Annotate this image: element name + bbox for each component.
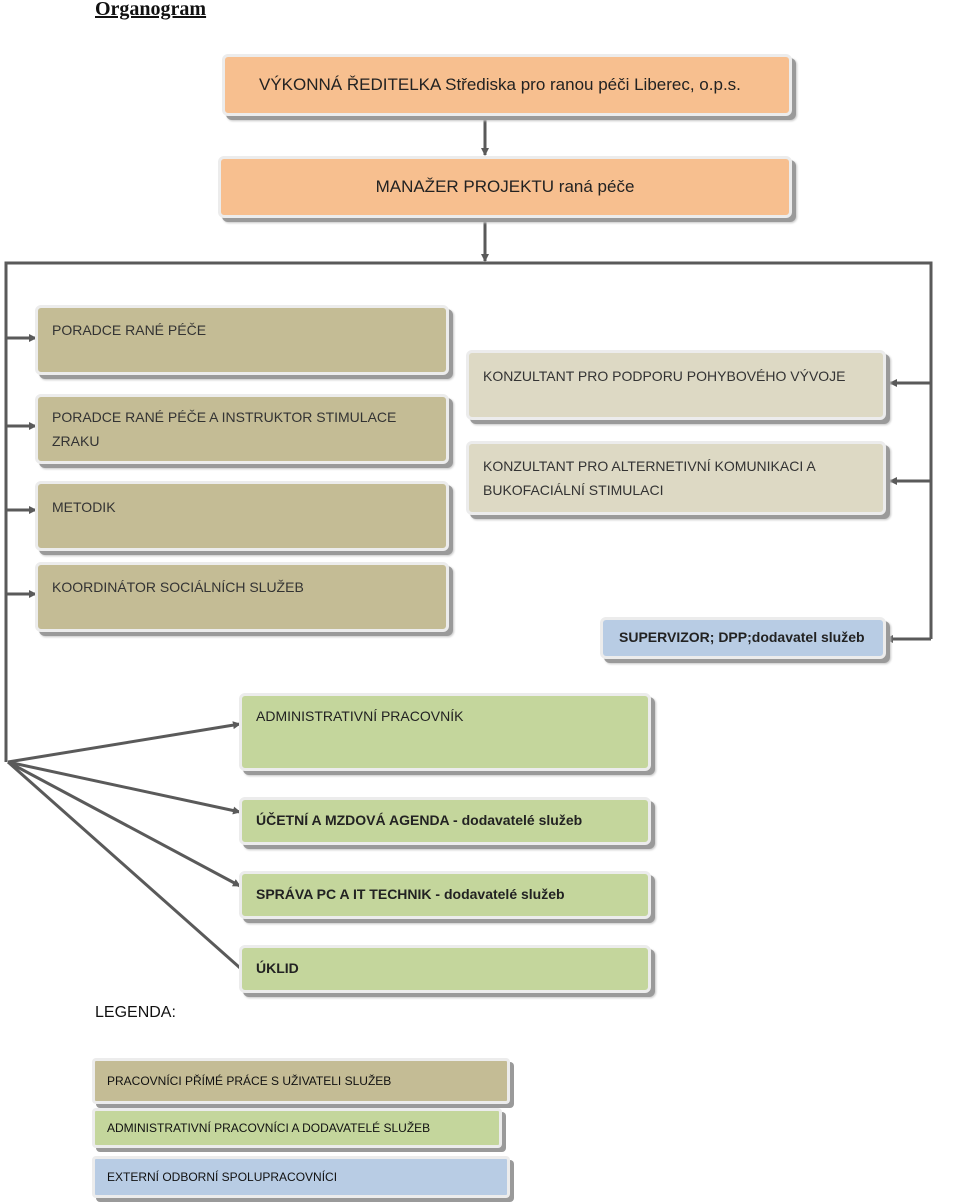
legend-item-direct-care-label: PRACOVNÍCI PŘÍMÉ PRÁCE S UŽIVATELI SLUŽE… [107,1074,392,1088]
koordinator-label: KOORDINÁTOR SOCIÁLNÍCH SLUŽEB [52,579,304,595]
connector-to-uklid [7,760,249,977]
admin-pracovnik-box: ADMINISTRATIVNÍ PRACOVNÍK [239,693,651,771]
metodik-label: METODIK [52,499,116,515]
connector-to-ucetni [7,760,241,815]
legend-item-direct-care: PRACOVNÍCI PŘÍMÉ PRÁCE S UŽIVATELI SLUŽE… [92,1058,510,1104]
legend-item-administrative-label: ADMINISTRATIVNÍ PRACOVNÍCI A DODAVATELÉ … [107,1121,431,1135]
uklid-label: ÚKLID [256,960,299,976]
admin-pracovnik-label: ADMINISTRATIVNÍ PRACOVNÍK [256,708,464,724]
ucetni-agenda-label: ÚČETNÍ A MZDOVÁ AGENDA - dodavatelé služ… [256,812,583,828]
supervizor-label: SUPERVIZOR; DPP;dodavatel služeb [619,629,865,645]
konzultant-pohyb-label: KONZULTANT PRO PODPORU POHYBOVÉHO VÝVOJE [483,368,846,384]
konzultant-pohyb-box: KONZULTANT PRO PODPORU POHYBOVÉHO VÝVOJE [466,350,886,420]
legend-item-administrative: ADMINISTRATIVNÍ PRACOVNÍCI A DODAVATELÉ … [92,1108,502,1148]
koordinator-box: KOORDINÁTOR SOCIÁLNÍCH SLUŽEB [35,562,449,632]
executive-director-label: VÝKONNÁ ŘEDITELKA Střediska pro ranou pé… [259,75,741,94]
sprava-pc-box: SPRÁVA PC A IT TECHNIK - dodavatelé služ… [239,871,651,919]
sprava-pc-label: SPRÁVA PC A IT TECHNIK - dodavatelé služ… [256,886,565,902]
legend-title: LEGENDA: [95,1004,176,1021]
poradce-rane-pece-label: PORADCE RANÉ PÉČE [52,322,207,338]
poradce-instruktor-zraku-label: PORADCE RANÉ PÉČE A INSTRUKTOR STIMULACE… [52,409,397,449]
ucetni-agenda-box: ÚČETNÍ A MZDOVÁ AGENDA - dodavatelé služ… [239,797,651,845]
executive-director-box: VÝKONNÁ ŘEDITELKA Střediska pro ranou pé… [222,54,792,116]
page-title: Organogram [95,0,207,20]
connector-main-bus [4,261,933,762]
konzultant-komunikace-label: KONZULTANT PRO ALTERNETIVNÍ KOMUNIKACI A… [483,458,815,498]
poradce-rane-pece-box: PORADCE RANÉ PÉČE [35,305,449,375]
metodik-box: METODIK [35,481,449,551]
connector-to-sprava-pc [7,760,241,888]
uklid-box: ÚKLID [239,945,651,993]
legend-item-external-label: EXTERNÍ ODBORNÍ SPOLUPRACOVNÍCI [107,1170,338,1184]
supervizor-box: SUPERVIZOR; DPP;dodavatel služeb [600,617,886,659]
konzultant-komunikace-box: KONZULTANT PRO ALTERNETIVNÍ KOMUNIKACI A… [466,441,886,515]
connector-to-admin [7,721,241,764]
project-manager-box: MANAŽER PROJEKTU raná péče [218,156,792,218]
project-manager-label: MANAŽER PROJEKTU raná péče [375,177,635,196]
legend-item-external: EXTERNÍ ODBORNÍ SPOLUPRACOVNÍCI [92,1156,510,1198]
poradce-instruktor-zraku-box: PORADCE RANÉ PÉČE A INSTRUKTOR STIMULACE… [35,394,449,464]
